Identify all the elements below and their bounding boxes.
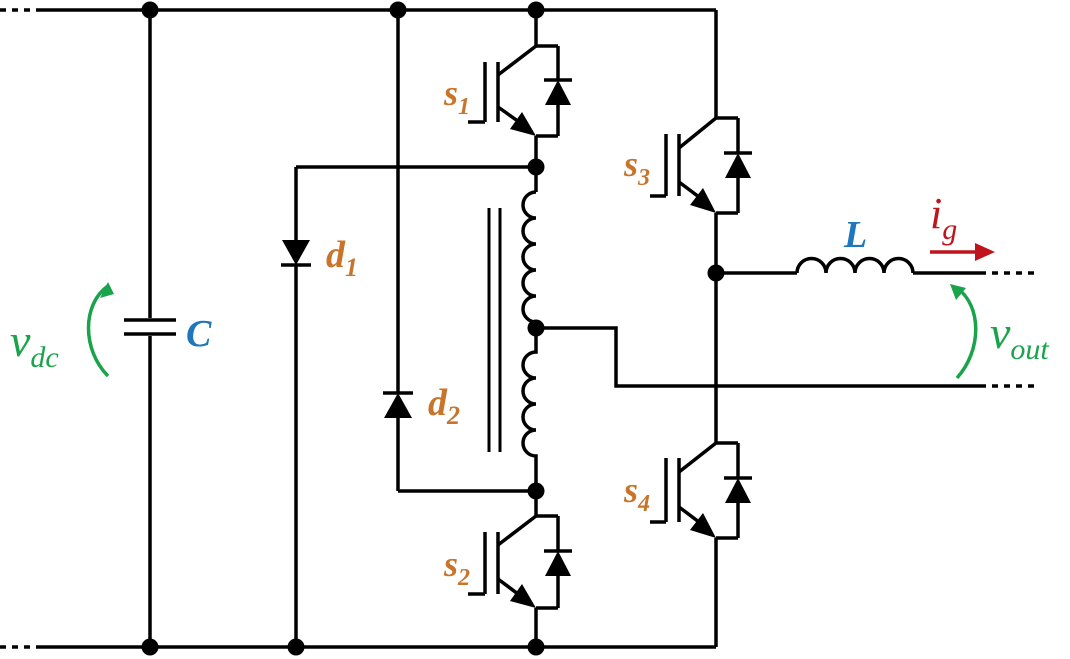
grid-current-label: ig [930, 189, 957, 246]
vdc-arrowhead [100, 282, 114, 298]
switch-s3 [650, 10, 752, 443]
transformer [487, 190, 538, 467]
junction-dots [141, 1, 725, 656]
output-voltage-label: vout [990, 307, 1049, 366]
center-tap-wire [536, 326, 1035, 388]
switch-s1 [468, 10, 572, 192]
switch-s1-label: s1 [443, 73, 470, 120]
capacitor-c [124, 10, 176, 647]
vdc-arrow [86, 284, 110, 378]
switch-s4-label: s4 [623, 470, 650, 517]
vout-arrowhead [950, 284, 966, 300]
diode-d2-label: d2 [428, 382, 460, 430]
switch-s3-label: s3 [623, 144, 650, 191]
vout-arrow [955, 286, 978, 380]
ig-arrow [930, 243, 995, 261]
switch-s2-label: s2 [443, 544, 470, 591]
dc-voltage-label: vdc [10, 315, 59, 374]
diode-d1 [281, 165, 536, 647]
switch-s4 [650, 441, 752, 647]
switch-s2 [468, 467, 572, 647]
diode-d2 [383, 10, 536, 493]
diode-d1-label: d1 [326, 234, 358, 282]
capacitor-label: C [186, 313, 212, 355]
inductor-l [716, 256, 1035, 275]
inductor-label: L [843, 214, 867, 256]
